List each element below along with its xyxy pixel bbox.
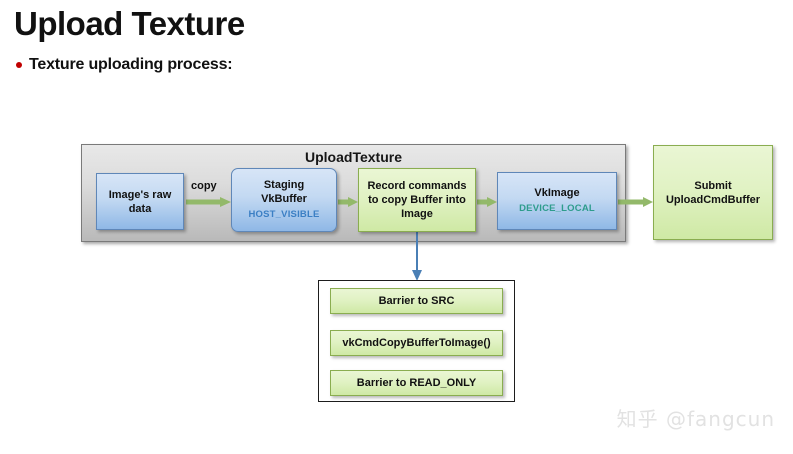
page-title: Upload Texture xyxy=(14,5,245,42)
node-record-commands-line2: to copy Buffer into xyxy=(368,194,466,206)
node-vkimage-memory-type: DEVICE_LOCAL xyxy=(519,203,595,214)
arrow-record-to-vkimage xyxy=(477,197,497,207)
node-staging-vkbuffer-line2: VkBuffer xyxy=(261,193,307,205)
bullet-dot-icon xyxy=(16,62,22,68)
node-image-raw-data[interactable]: Image's raw data xyxy=(96,173,184,230)
arrow-record-to-detail xyxy=(412,232,422,281)
node-image-raw-data-line2: data xyxy=(128,202,152,215)
node-record-commands[interactable]: Record commands to copy Buffer into Imag… xyxy=(358,168,476,232)
detail-item-barrier-to-read-only[interactable]: Barrier to READ_ONLY xyxy=(330,370,503,396)
bullet-row: Texture uploading process: xyxy=(16,56,233,74)
arrow-staging-to-record xyxy=(338,197,358,207)
node-staging-vkbuffer-memory-type: HOST_VISIBLE xyxy=(248,209,320,220)
upload-texture-group-title: UploadTexture xyxy=(305,149,402,165)
node-staging-vkbuffer[interactable]: Staging VkBuffer HOST_VISIBLE xyxy=(231,168,337,232)
bullet-text: Texture uploading process: xyxy=(29,56,233,73)
detail-item-vkcmdcopybuffertoimage[interactable]: vkCmdCopyBufferToImage() xyxy=(330,330,503,356)
node-record-commands-line3: Image xyxy=(401,208,433,220)
detail-item-barrier-to-src[interactable]: Barrier to SRC xyxy=(330,288,503,314)
node-image-raw-data-line1: Image's raw xyxy=(108,188,172,201)
arrow-vkimage-to-submit xyxy=(618,197,653,207)
node-staging-vkbuffer-line1: Staging xyxy=(263,179,305,191)
node-submit-uploadcmdbuffer[interactable]: Submit UploadCmdBuffer xyxy=(653,145,773,240)
node-vkimage[interactable]: VkImage DEVICE_LOCAL xyxy=(497,172,617,230)
node-submit-line1: Submit xyxy=(694,179,732,192)
node-vkimage-line1: VkImage xyxy=(534,187,580,199)
watermark: 知乎 @fangcun xyxy=(616,407,775,431)
node-submit-line2: UploadCmdBuffer xyxy=(665,193,761,206)
node-record-commands-line1: Record commands xyxy=(367,180,467,192)
arrow-raw-to-staging xyxy=(186,197,231,207)
arrow-copy-label: copy xyxy=(191,180,217,192)
